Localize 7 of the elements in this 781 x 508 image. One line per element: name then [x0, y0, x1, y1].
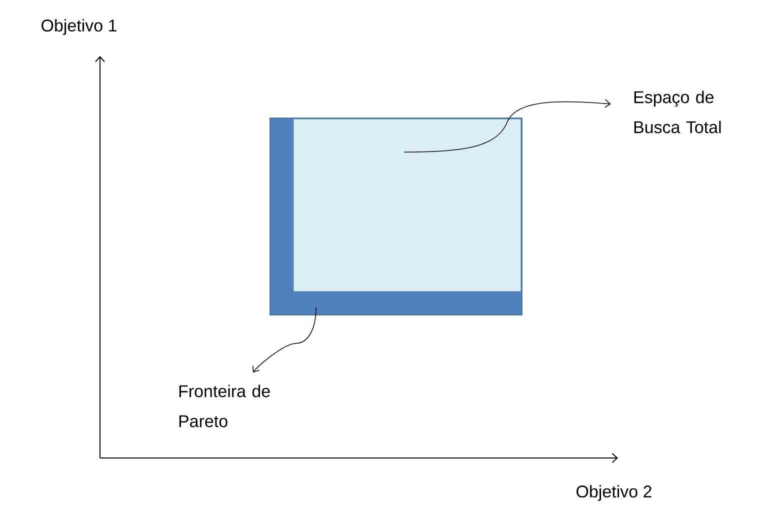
search-space-area	[294, 119, 521, 292]
callout-text: Fronteira de Pareto	[179, 384, 270, 428]
leader-line	[404, 99, 611, 152]
leader-line	[252, 307, 316, 373]
callout-text: Espaço de Busca Total	[634, 90, 721, 134]
axis-label: Objetivo 2	[576, 485, 652, 501]
axis-label: Objetivo 1	[42, 19, 116, 35]
